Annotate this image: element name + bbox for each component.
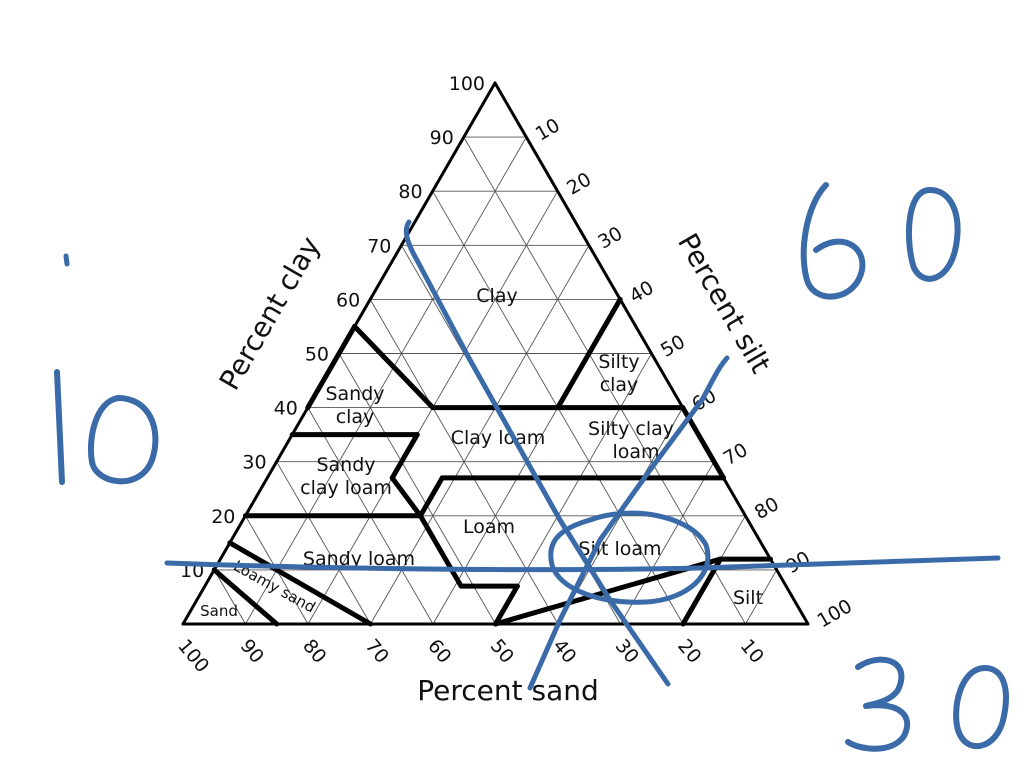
grid-lines — [213, 136, 778, 625]
class-boundary — [493, 583, 520, 627]
sand-tick-label: 70 — [361, 635, 393, 668]
sand-axis-title: Percent sand — [417, 674, 599, 707]
class-boundary — [227, 540, 373, 627]
clay-tick-label: 90 — [430, 127, 454, 149]
grid-line-sand — [463, 136, 746, 625]
handwritten-annotations — [54, 182, 1009, 752]
sand-tick-label: 100 — [173, 635, 213, 677]
region-sandy-clay-loam-line1: Sandy — [316, 454, 375, 476]
clay-tick-label: 50 — [305, 344, 329, 366]
hand-line-sand-30 — [527, 355, 730, 691]
region-loam: Loam — [463, 516, 515, 538]
clay-tick-label: 30 — [242, 452, 266, 474]
sand-tick-label: 50 — [486, 635, 518, 668]
clay-tick-label: 80 — [398, 181, 422, 203]
silt-tick-label: 50 — [657, 331, 689, 362]
silt-tick-label: 40 — [626, 277, 658, 308]
silt-tick-label: 100 — [814, 595, 856, 632]
grid-line-sand — [338, 353, 496, 625]
grid-line-silt — [370, 244, 590, 625]
region-silty-clay-line1: Silty — [598, 351, 639, 373]
hand-mark-dot — [63, 253, 70, 267]
region-sandy-clay-line2: clay — [336, 406, 375, 428]
sand-tick-label: 90 — [236, 635, 268, 668]
region-sandy-clay-line1: Sandy — [325, 383, 384, 405]
grid-line-silt — [620, 461, 715, 625]
clay-tick-label: 40 — [274, 398, 298, 420]
clay-tick-label: 100 — [449, 73, 485, 95]
silt-tick-label: 30 — [594, 222, 626, 253]
silt-tick-label: 10 — [532, 114, 564, 145]
grid-line-sand — [276, 461, 371, 625]
hand-number-60 — [800, 182, 961, 300]
region-sand: Sand — [200, 602, 238, 620]
region-clay: Clay — [476, 285, 517, 307]
hand-line-silt-60 — [403, 219, 671, 687]
hand-line-clay-10 — [164, 555, 1001, 573]
grid-line-sand — [213, 569, 246, 625]
class-boundary — [389, 432, 420, 481]
silt-tick-label: 70 — [720, 439, 752, 470]
sand-tick-label: 10 — [736, 635, 768, 668]
class-boundary — [305, 323, 358, 411]
clay-tick-label: 70 — [367, 235, 391, 257]
clay-tick-label: 20 — [211, 506, 235, 528]
silt-tick-label: 20 — [563, 168, 595, 199]
clay-axis-title: Percent clay — [213, 231, 327, 396]
clay-tick-label: 60 — [336, 289, 360, 311]
sand-tick-label: 20 — [673, 635, 705, 668]
class-boundary — [417, 513, 464, 589]
region-sandy-clay-loam-line2: clay loam — [300, 477, 392, 499]
hand-number-10 — [54, 369, 159, 485]
silt-tick-label: 80 — [751, 493, 783, 524]
region-silt: Silt — [733, 587, 763, 609]
class-boundary — [555, 296, 623, 411]
class-boundary — [352, 323, 436, 411]
region-silty-clay-loam-line1: Silty clay — [588, 418, 674, 440]
texture-class-boundaries — [211, 296, 773, 627]
hand-number-30 — [845, 656, 1009, 752]
region-silty-clay-line2: clay — [600, 374, 639, 396]
grid-line-silt — [745, 569, 778, 625]
hand-circle-silt-loam — [548, 510, 711, 605]
sand-tick-label: 60 — [423, 635, 455, 668]
class-boundary — [389, 475, 423, 519]
region-clay-loam: Clay loam — [451, 427, 546, 449]
region-silty-clay-loam-line2: loam — [612, 441, 659, 463]
grid-line-silt — [495, 353, 652, 625]
class-boundary — [417, 475, 445, 519]
triangle-edge-right — [493, 81, 810, 626]
class-boundary — [211, 567, 280, 627]
silt-axis-title: Percent silt — [671, 228, 777, 379]
region-sandy-loam: Sandy loam — [303, 548, 415, 570]
sand-tick-label: 80 — [298, 635, 330, 668]
grid-line-silt — [245, 136, 527, 625]
